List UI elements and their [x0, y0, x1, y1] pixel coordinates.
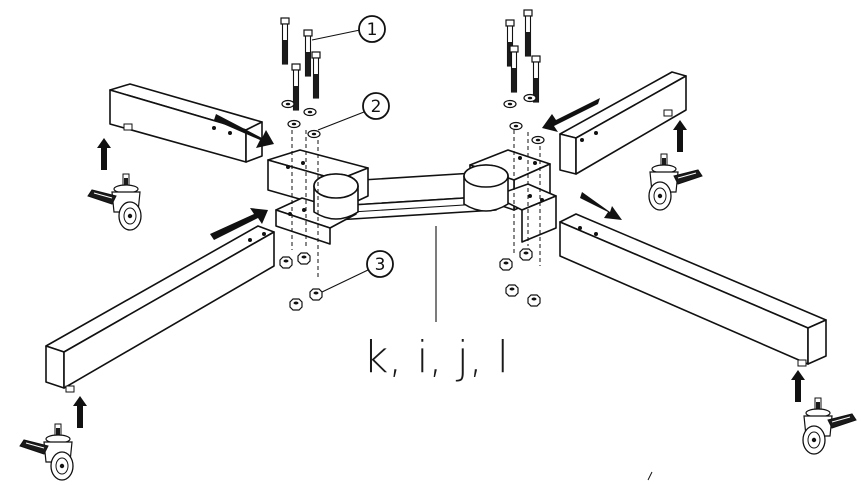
bolts-right — [505, 9, 541, 103]
part-label: k, i, j, l — [363, 332, 509, 383]
insert-arrows — [210, 98, 622, 240]
guide-lines — [291, 130, 541, 280]
washers-left — [281, 99, 321, 139]
leg-back-right — [559, 71, 687, 175]
callout-1-number: 1 — [367, 20, 378, 40]
leg-back-left — [109, 83, 263, 163]
nuts-left — [279, 252, 323, 311]
leg-front-right — [559, 213, 827, 367]
center-frame — [267, 149, 557, 245]
callout-2-number: 2 — [371, 97, 382, 117]
caster-back-left — [87, 173, 142, 231]
callout-3: 3 — [321, 250, 394, 293]
bolts-left — [280, 17, 321, 111]
callout-2: 2 — [317, 92, 390, 131]
caster-front-left — [19, 423, 74, 481]
callout-1: 1 — [311, 15, 386, 43]
caster-back-right — [648, 153, 703, 211]
callout-3-number: 3 — [375, 255, 386, 275]
nuts-right — [499, 248, 541, 307]
leg-front-left — [45, 225, 275, 393]
stray-mark — [647, 471, 653, 481]
caster-front-right — [802, 397, 857, 455]
